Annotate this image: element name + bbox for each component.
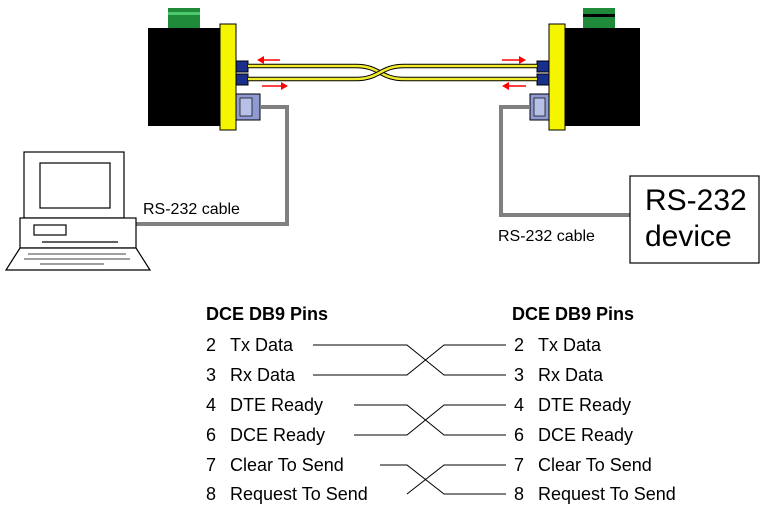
right-pin-list: 2 Tx Data 3 Rx Data 4 DTE Ready 6 DCE Re… <box>514 335 676 504</box>
device-label-line2: device <box>645 220 732 253</box>
signal-direction-arrows <box>257 56 526 90</box>
left-pin-label: Clear To Send <box>230 455 344 475</box>
left-pin-number: 8 <box>206 484 216 504</box>
left-pin-label: Request To Send <box>230 484 368 504</box>
wire-cts-to-rts <box>380 464 506 495</box>
wire-rts-to-cts <box>406 464 506 495</box>
right-pin-number: 2 <box>514 335 524 355</box>
rs232-device-box <box>629 175 760 264</box>
right-cable-label: RS-232 cable <box>498 228 595 245</box>
left-pin-label: DCE Ready <box>230 425 325 445</box>
left-converter-faceplate <box>219 23 237 131</box>
right-pin-number: 8 <box>514 484 524 504</box>
right-pin-number: 3 <box>514 365 524 385</box>
right-pin-label: DTE Ready <box>538 395 631 415</box>
left-pin-label: Rx Data <box>230 365 296 385</box>
right-pin-label: DCE Ready <box>538 425 633 445</box>
left-pin-number: 6 <box>206 425 216 445</box>
left-pin-label: DTE Ready <box>230 395 323 415</box>
left-pins-header: DCE DB9 Pins <box>206 304 328 324</box>
left-fiber-port-top <box>235 60 249 73</box>
left-rs232-cable <box>134 105 289 226</box>
left-pin-number: 4 <box>206 395 216 415</box>
right-pins-header: DCE DB9 Pins <box>512 304 634 324</box>
left-pin-number: 3 <box>206 365 216 385</box>
left-pin-list: 2 Tx Data 3 Rx Data 4 DTE Ready 6 DCE Re… <box>206 335 368 504</box>
left-converter-body <box>148 28 220 126</box>
right-terminal-block <box>583 8 615 28</box>
right-fiber-port-top <box>536 60 550 73</box>
left-pin-number: 2 <box>206 335 216 355</box>
left-fiber-converter <box>148 8 261 131</box>
right-pin-number: 4 <box>514 395 524 415</box>
right-converter-faceplate <box>548 23 566 131</box>
wire-dte-to-dce <box>354 404 506 436</box>
left-cable-label: RS-232 cable <box>143 201 240 218</box>
right-fiber-converter <box>529 8 640 131</box>
right-rs232-cable <box>499 105 630 217</box>
device-label-line1: RS-232 <box>645 184 747 217</box>
right-pin-number: 7 <box>514 455 524 475</box>
left-terminal-block <box>168 8 200 28</box>
wire-rx-to-tx <box>313 344 506 376</box>
left-fiber-port-bottom <box>235 73 249 86</box>
right-converter-body <box>565 28 640 126</box>
wire-dce-to-dte <box>354 404 506 436</box>
right-pin-label: Clear To Send <box>538 455 652 475</box>
right-pin-label: Request To Send <box>538 484 676 504</box>
left-pin-label: Tx Data <box>230 335 294 355</box>
computer-icon <box>4 151 152 271</box>
fiber-cable-pair <box>248 63 537 82</box>
right-pin-label: Tx Data <box>538 335 602 355</box>
right-pin-label: Rx Data <box>538 365 604 385</box>
right-pin-number: 6 <box>514 425 524 445</box>
wire-tx-to-rx <box>313 344 506 376</box>
right-fiber-port-bottom <box>536 73 550 86</box>
pin-crossover-wiring <box>313 344 506 495</box>
left-pin-number: 7 <box>206 455 216 475</box>
